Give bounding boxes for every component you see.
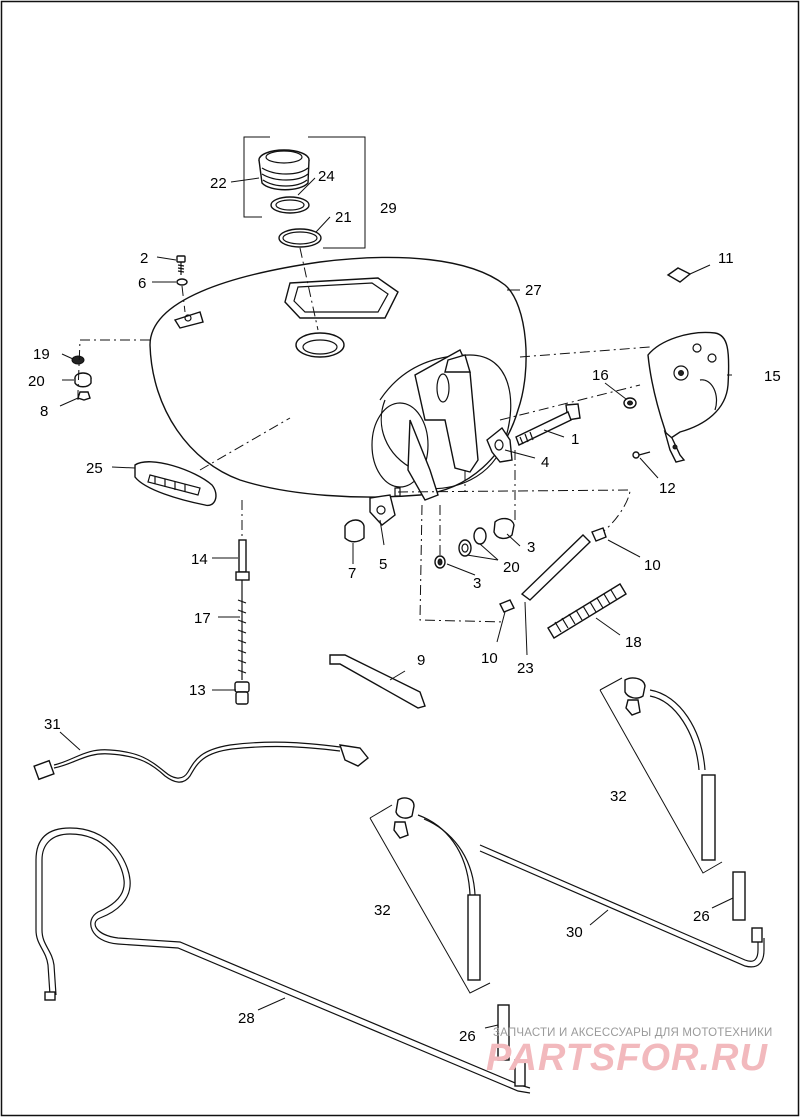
callout-9: 9 (417, 652, 425, 669)
centerline-front (77, 339, 150, 393)
watermark-tagline: ЗАПЧАСТИ И АКСЕССУАРЫ ДЛЯ МОТОТЕХНИКИ (493, 1027, 773, 1039)
balance-tube-30 (479, 844, 765, 968)
callout-8: 8 (40, 403, 48, 420)
fuel-tank (149, 256, 527, 526)
callout-32-right: 32 (610, 788, 627, 805)
fuel-cap-assembly (258, 149, 322, 248)
bracket-32-right (599, 677, 723, 874)
callout-1: 1 (571, 431, 579, 448)
tool-part-9 (329, 654, 426, 709)
callout-24: 24 (318, 168, 335, 185)
callout-labels: 1 2 3 3 4 5 6 7 8 9 10 10 11 12 13 14 15… (28, 168, 781, 1045)
hose-clamp-10-bottom (499, 599, 515, 613)
callout-11: 11 (718, 250, 734, 267)
callout-15: 15 (764, 368, 781, 385)
watermark: ЗАПЧАСТИ И АКСЕССУАРЫ ДЛЯ МОТОТЕХНИКИ PA… (486, 1027, 773, 1079)
crossover-tube-28 (35, 827, 531, 1094)
callout-27: 27 (525, 282, 542, 299)
leader-lines (59, 177, 734, 1029)
wiring-harness-31 (33, 741, 369, 783)
front-mount-hardware (71, 355, 92, 401)
callout-26-right: 26 (693, 908, 710, 925)
callout-16: 16 (592, 367, 609, 384)
callout-6: 6 (138, 275, 146, 292)
callout-7: 7 (348, 565, 356, 582)
callout-2: 2 (140, 250, 148, 267)
side-cover-15 (647, 331, 730, 463)
callout-18: 18 (625, 634, 642, 651)
bracket-22 (243, 136, 270, 218)
callout-14: 14 (191, 551, 208, 568)
callout-30: 30 (566, 924, 583, 941)
vent-hose-23 (520, 534, 591, 601)
callout-21: 21 (335, 209, 352, 226)
watermark-brand: PARTSFOR.RU (486, 1037, 768, 1079)
callout-28: 28 (238, 1010, 255, 1027)
callout-17: 17 (194, 610, 211, 627)
callout-3-upper: 3 (527, 539, 535, 556)
callout-25: 25 (86, 460, 103, 477)
callout-12: 12 (659, 480, 676, 497)
callout-32-left: 32 (374, 902, 391, 919)
callout-3-lower: 3 (473, 575, 481, 592)
fuel-sender-assembly (234, 500, 250, 705)
callout-19: 19 (33, 346, 50, 363)
callout-4: 4 (541, 454, 549, 471)
callout-20-left: 20 (28, 373, 45, 390)
callout-22: 22 (210, 175, 227, 192)
cap-nut-7 (344, 519, 365, 543)
fuel-hose-assembly-32-left (393, 797, 510, 1061)
long-bolt-1 (515, 403, 581, 446)
grommet-set (434, 517, 515, 569)
callout-10-left: 10 (481, 650, 498, 667)
callout-23: 23 (517, 660, 534, 677)
fuel-gauge-bezel-25 (134, 461, 217, 507)
callout-29: 29 (380, 200, 397, 217)
mount-bolt-2 (176, 255, 188, 313)
bracket-29 (308, 136, 366, 249)
spring-guard-18 (547, 583, 627, 639)
bracket-32-left (369, 804, 491, 994)
hose-clamp-10-top (591, 527, 607, 542)
fuel-hose-assembly-32-right (624, 677, 746, 921)
callout-5: 5 (379, 556, 387, 573)
callout-20-right: 20 (503, 559, 520, 576)
callout-13: 13 (189, 682, 206, 699)
clip-part-11 (666, 267, 692, 283)
callout-31: 31 (44, 716, 61, 733)
bracket-4 (486, 426, 513, 463)
screw-12 (632, 451, 651, 459)
callout-10-right: 10 (644, 557, 661, 574)
callout-26-left: 26 (459, 1028, 476, 1045)
